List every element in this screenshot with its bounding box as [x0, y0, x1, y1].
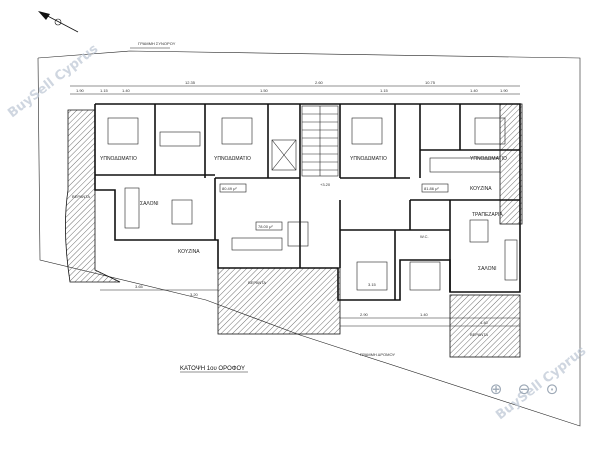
svg-text:1.15: 1.15	[380, 88, 389, 93]
room-label-bedroom-2: ΥΠΝΟΔΩΜΑΤΙΟ	[214, 156, 251, 162]
area-tag-1: 78.00 μ²	[258, 224, 273, 229]
room-label-kitchen-1: ΚΟΥΖΙΝΑ	[178, 249, 200, 255]
svg-text:1.15: 1.15	[100, 88, 109, 93]
area-tag-3: 81.86 μ²	[424, 186, 439, 191]
svg-text:1.40: 1.40	[420, 312, 429, 317]
stair-core	[271, 105, 339, 177]
svg-text:4.40: 4.40	[480, 320, 489, 325]
plot-boundary	[37, 50, 581, 427]
room-label-dining: ΤΡΑΠΕΖΑΡΙΑ	[472, 212, 503, 218]
north-arrow-icon	[38, 11, 79, 33]
veranda-top-right	[499, 103, 523, 225]
room-label-bedroom-3: ΥΠΝΟΔΩΜΑΤΙΟ	[350, 156, 387, 162]
svg-text:1.90: 1.90	[76, 88, 85, 93]
veranda-bottom-center	[217, 267, 341, 335]
svg-text:10.75: 10.75	[425, 80, 436, 85]
room-label-kitchen-2: ΚΟΥΖΙΝΑ	[470, 186, 492, 192]
svg-text:2.90: 2.90	[360, 312, 369, 317]
room-label-bedroom-4: ΥΠΝΟΔΩΜΑΤΙΟ	[470, 156, 507, 162]
svg-text:1.50: 1.50	[260, 88, 269, 93]
boundary-line-label: ΓΡΑΜΜΗ ΣΥΝΟΡΟΥ	[138, 41, 176, 46]
dimension-chain-top: 12.35 2.60 10.75 1.90 1.15 1.40 1.50 1.1…	[70, 80, 520, 95]
svg-text:1.40: 1.40	[122, 88, 131, 93]
svg-text:12.35: 12.35	[185, 80, 196, 85]
zoom-out-icon[interactable]: ⊖	[517, 380, 531, 398]
svg-text:1.40: 1.40	[470, 88, 479, 93]
room-label-wc: W.C.	[420, 234, 429, 239]
room-label-veranda-left: ΒΕΡΑΝΤΑ	[72, 194, 90, 199]
interior-walls	[95, 104, 520, 300]
veranda-left	[65, 109, 121, 283]
watermark-top: BuySell Cyprus	[5, 41, 101, 121]
floor-plan-title: ΚΑΤΟΨΗ 1ου ΟΡΟΦΟΥ	[180, 366, 245, 372]
svg-text:3.20: 3.20	[190, 292, 199, 297]
exterior-wall	[94, 103, 521, 301]
level-marker: +3.20	[320, 182, 331, 187]
room-label-bedroom-1: ΥΠΝΟΔΩΜΑΤΙΟ	[100, 156, 137, 162]
room-label-living-1: ΣΑΛΟΝΙ	[140, 201, 159, 207]
svg-text:2.60: 2.60	[315, 80, 324, 85]
area-tag-2: 80.49 μ²	[222, 186, 237, 191]
svg-text:1.90: 1.90	[500, 88, 509, 93]
svg-text:3.65: 3.65	[135, 284, 144, 289]
zoom-reset-icon[interactable]: ⊙	[545, 380, 559, 398]
dimension-chain-bottom: 3.65 3.20 2.90 1.40 4.40 3.15	[100, 282, 520, 327]
road-line-label: ΓΡΑΜΜΗ ΔΡΟΜΟΥ	[360, 352, 395, 357]
zoom-in-icon[interactable]: ⊕	[489, 380, 503, 398]
furniture	[107, 117, 518, 291]
room-label-veranda-right: ΒΕΡΑΝΤΑ	[470, 332, 488, 337]
room-label-living-2: ΣΑΛΟΝΙ	[478, 266, 497, 272]
svg-text:3.15: 3.15	[368, 282, 377, 287]
room-label-veranda-center: ΒΕΡΑΝΤΑ	[248, 280, 266, 285]
